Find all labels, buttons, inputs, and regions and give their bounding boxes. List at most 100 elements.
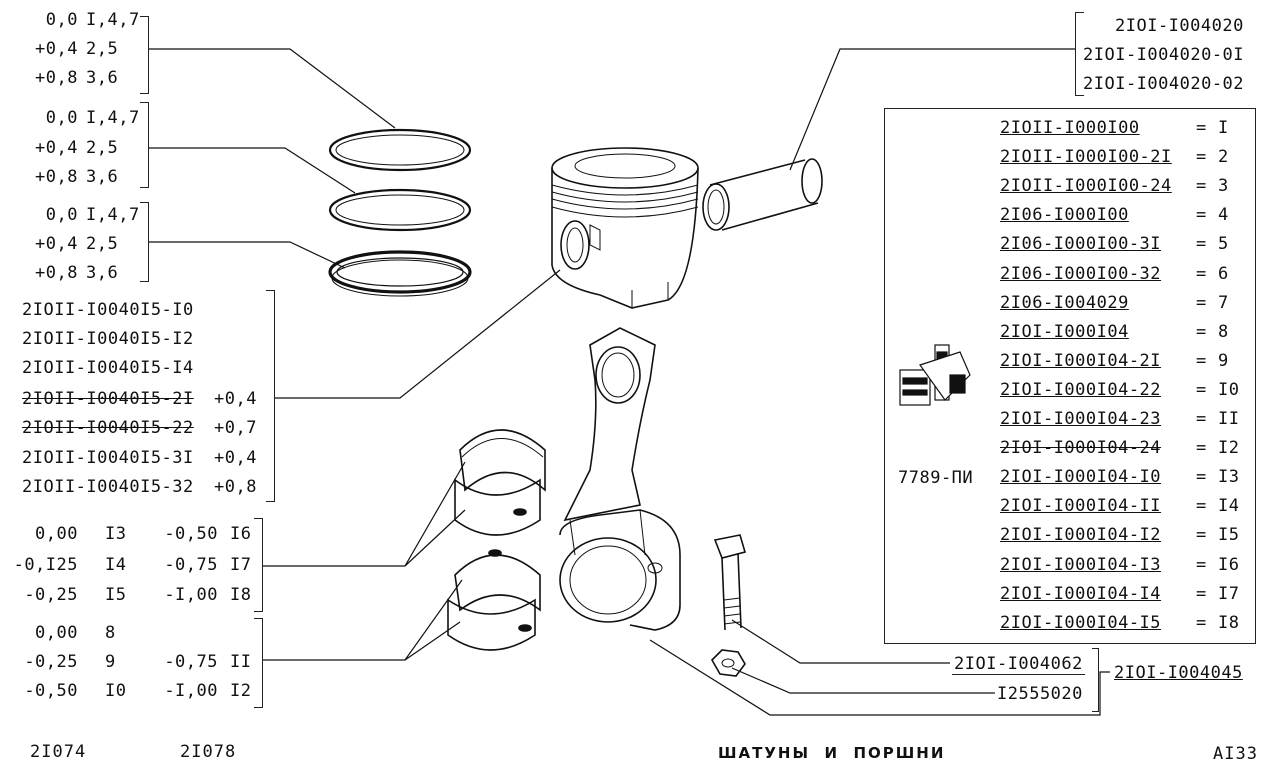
rod-number: I6: [1218, 555, 1240, 575]
piston-rings-icon: [328, 128, 472, 297]
rod-number: 5: [1218, 234, 1229, 254]
ring-tol: +0,8: [35, 68, 78, 88]
ring-ref: 3,6: [86, 263, 119, 283]
nut-code: I2555020: [997, 684, 1083, 704]
rod-equals: =: [1196, 293, 1207, 313]
ring-ref: 3,6: [86, 68, 119, 88]
rod-equals: =: [1196, 438, 1207, 458]
ring-ref: I,4,7: [86, 10, 140, 30]
rod-number: 4: [1218, 205, 1229, 225]
piston-tol: +0,4: [214, 389, 257, 409]
bearing-ref: I3: [105, 524, 127, 544]
rod-number: II: [1218, 409, 1240, 429]
rod-code: 2I06-I000I00-32: [1000, 264, 1162, 284]
footer-model-left: 2I074: [30, 742, 87, 762]
ring-tol: 0,0: [45, 205, 78, 225]
rod-number: I2: [1218, 438, 1240, 458]
leader-ring-2: [148, 147, 356, 194]
pin-code: 2IOI-I004020-0I: [1083, 45, 1245, 65]
bearing-tol: -0,50: [24, 681, 78, 701]
rod-number: I8: [1218, 613, 1240, 633]
rod-code-struck: 2IOI-I000I04-24: [1000, 438, 1162, 458]
ring-tol: 0,0: [45, 10, 78, 30]
bearing-upper-bracket: [254, 518, 263, 612]
rod-equals: =: [1196, 555, 1207, 575]
rod-code: 2I06-I000I00: [1000, 205, 1129, 225]
rod-number: I0: [1218, 380, 1240, 400]
piston-code-struck: 2IOII-I0040I5-22: [22, 418, 194, 438]
ring-tol: +0,4: [35, 138, 78, 158]
weight-class-icon: [899, 344, 971, 406]
pin-code: 2IOI-I004020-02: [1083, 74, 1245, 94]
piston-code-struck: 2IOII-I0040I5-2I: [22, 389, 194, 409]
page-title: ШАТУНЫ И ПОРШНИ: [718, 744, 946, 762]
bearing-ref: 9: [105, 652, 116, 672]
bearing-ref: I7: [230, 555, 252, 575]
rod-equals: =: [1196, 525, 1207, 545]
rod-code: 2IOII-I000I00-2I: [1000, 147, 1172, 167]
piston-codes-bracket: [266, 290, 275, 502]
piston-code: 2IOII-I0040I5-I4: [22, 358, 194, 378]
piston-tol: +0,7: [214, 418, 257, 438]
bearing-ref: I0: [105, 681, 127, 701]
bearing-ref: I4: [105, 555, 127, 575]
leader-ring-1: [148, 48, 396, 129]
bearing-shells-upper-icon: [454, 429, 546, 536]
bearing-ref: I2: [230, 681, 252, 701]
ring-ref: 2,5: [86, 234, 119, 254]
ring-ref: I,4,7: [86, 108, 140, 128]
rod-assembly-code: 2IOI-I004045: [1114, 663, 1243, 683]
tool-label: 7789-ПИ: [898, 468, 974, 488]
ring-ref: 2,5: [86, 138, 119, 158]
rod-equals: =: [1196, 351, 1207, 371]
rod-code: 2IOII-I000I00: [1000, 118, 1140, 138]
rod-number: 9: [1218, 351, 1229, 371]
piston-code: 2IOII-I0040I5-32: [22, 477, 194, 497]
rod-code: 2IOI-I000I04-2I: [1000, 351, 1162, 371]
bearing-ref: II: [230, 652, 252, 672]
rod-equals: =: [1196, 380, 1207, 400]
rod-number: I: [1218, 118, 1229, 138]
bearing-tol: -0,I25: [13, 555, 78, 575]
rod-number: I5: [1218, 525, 1240, 545]
bearing-tol: -0,75: [164, 652, 218, 672]
ring-ref: 3,6: [86, 167, 119, 187]
rod-number: 6: [1218, 264, 1229, 284]
rod-equals: =: [1196, 205, 1207, 225]
rod-bolt-icon: [713, 534, 747, 631]
ring-group-1-bracket: [140, 16, 149, 94]
rod-equals: =: [1196, 467, 1207, 487]
bearing-shells-lower-icon: [447, 549, 541, 651]
leader-lower-bearing-a: [262, 579, 463, 661]
bolt-code: 2IOI-I004062: [952, 654, 1085, 675]
rod-equals: =: [1196, 147, 1207, 167]
bearing-tol: -0,25: [24, 585, 78, 605]
piston-pin-icon: [702, 158, 823, 231]
leader-lower-bearing-b: [404, 621, 461, 661]
rod-code: 2IOI-I000I04-I2: [1000, 525, 1162, 545]
ring-tol: +0,4: [35, 234, 78, 254]
pin-codes-bracket: [1075, 12, 1084, 96]
bearing-tol: 0,00: [35, 524, 78, 544]
ring-tol: +0,4: [35, 39, 78, 59]
rod-number: I3: [1218, 467, 1240, 487]
footer-model-right: 2I078: [180, 742, 237, 762]
ring-tol: +0,8: [35, 167, 78, 187]
rod-number: I7: [1218, 584, 1240, 604]
piston-code: 2IOII-I0040I5-3I: [22, 448, 194, 468]
bearing-lower-bracket: [254, 618, 263, 708]
leader-ring-3: [148, 241, 346, 269]
pin-code: 2IOI-I004020: [1115, 16, 1244, 36]
rod-code: 2IOI-I000I04-I3: [1000, 555, 1162, 575]
piston-code: 2IOII-I0040I5-I2: [22, 329, 194, 349]
rod-code: 2I06-I000I00-3I: [1000, 234, 1162, 254]
rod-code: 2IOII-I000I00-24: [1000, 176, 1172, 196]
leader-bolt: [731, 619, 950, 664]
rod-code: 2IOI-I000I04-I4: [1000, 584, 1162, 604]
bearing-ref: 8: [105, 623, 116, 643]
ring-group-2-bracket: [140, 102, 149, 188]
rod-equals: =: [1196, 496, 1207, 516]
rod-equals: =: [1196, 118, 1207, 138]
rod-nut-icon: [711, 649, 746, 677]
rod-code: 2IOI-I000I04-23: [1000, 409, 1162, 429]
